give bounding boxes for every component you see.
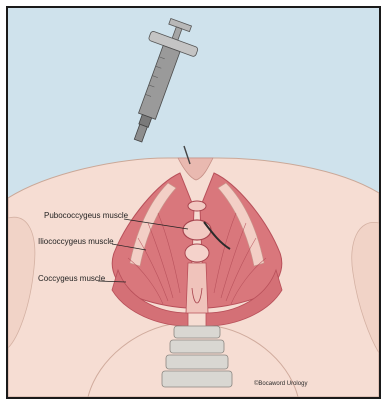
syringe-icon (115, 14, 205, 150)
urethral-opening (188, 201, 206, 211)
iliococcygeus-label: Iliococcygeus muscle (38, 237, 114, 247)
illustration-frame: Pubococcygeus muscle Iliococcygeus muscl… (6, 6, 381, 399)
copyright-credit: ©Bocaword Urology (254, 381, 307, 387)
rectal-opening (185, 244, 209, 262)
anococcygeal-body (186, 263, 208, 313)
anatomy-svg (8, 8, 379, 397)
vaginal-opening (183, 220, 211, 240)
pubococcygeus-label: Pubococcygeus muscle (44, 211, 128, 221)
coccygeus-label: Coccygeus muscle (38, 274, 105, 284)
